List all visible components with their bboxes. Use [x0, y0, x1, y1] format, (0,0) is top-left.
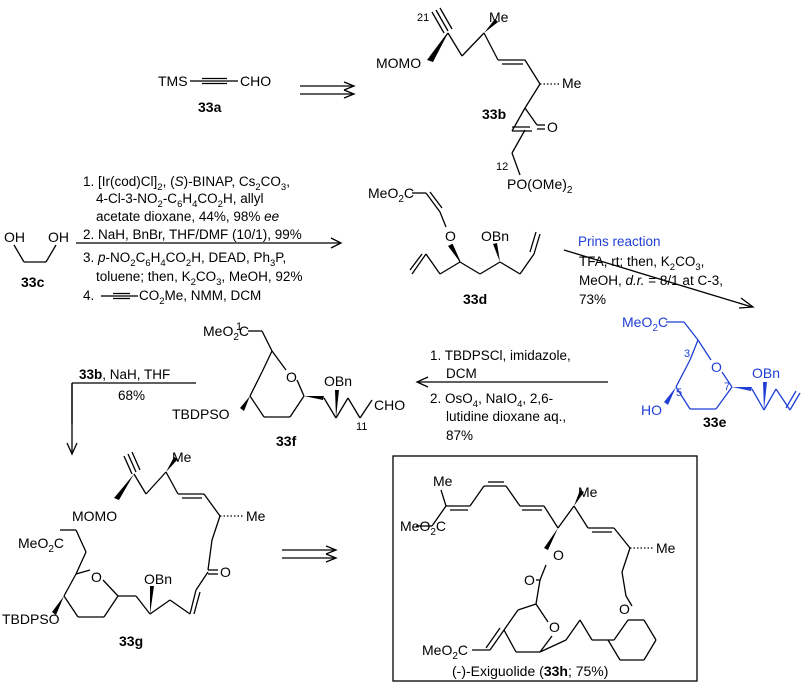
cho-label-33f: CHO: [374, 397, 405, 413]
compound-33d: MeO2C O OBn 33d: [368, 185, 541, 307]
svg-text:1. [Ir(cod)Cl]2, (S)-BINAP, Cs: 1. [Ir(cod)Cl]2, (S)-BINAP, Cs2CO3,: [83, 174, 290, 193]
lactone-oxygen-33h: O: [553, 547, 564, 563]
exiguolide-box: Me MeO2C O Me Me O O: [392, 455, 698, 682]
momo-label-33g: MOMO: [72, 508, 117, 524]
compound-label-33b: 33b: [482, 106, 506, 122]
arrow-33c-to-33d: [76, 237, 343, 249]
phosphonate-label: PO(OMe)2: [507, 176, 573, 196]
compound-33c: OH OH 33c: [4, 229, 69, 290]
svg-text:33b, NaH, THF: 33b, NaH, THF: [79, 367, 170, 382]
condition-ef-line4: lutidine dioxane aq.,: [446, 409, 566, 424]
obn-label-33g: OBn: [144, 571, 172, 587]
obn-label-33f: OBn: [324, 373, 352, 389]
tbdpso-label-33g: TBDPSO: [2, 611, 60, 627]
ether-oxygen-label: O: [445, 228, 456, 244]
ring-oxygen-33h-2: O: [619, 601, 630, 617]
methyl-label-1: Me: [489, 9, 509, 25]
svg-text:3. p-NO2C6H4CO2H, DEAD, Ph3P,: 3. p-NO2C6H4CO2H, DEAD, Ph3P,: [83, 250, 286, 269]
compound-label-33d: 33d: [463, 291, 487, 307]
condition-step-4-num: 4.: [83, 288, 94, 303]
arrow-33e-to-33f: [415, 376, 608, 388]
compound-33f: MeO2C 1 O TBDPSO OBn CHO 11 33f: [172, 321, 405, 449]
ring-oxygen-33e: O: [711, 359, 722, 375]
compound-label-33e: 33e: [703, 414, 727, 430]
cho-label: CHO: [240, 73, 271, 89]
svg-text:1: 1: [236, 321, 242, 333]
label-12: 12: [496, 161, 508, 173]
compound-33e: MeO2C 3 O 7 5 HO OBn 33e: [622, 314, 801, 430]
condition-ef-line5: 87%: [446, 428, 473, 443]
ring-oxygen-33g: O: [91, 569, 102, 585]
ring-oxygen-33f: O: [286, 369, 297, 385]
svg-text:MeO2C: MeO2C: [622, 314, 668, 334]
compound-label-33h: (-)-Exiguolide (33h; 75%): [452, 663, 608, 679]
conditions-e-to-f: 1. TBDPSCl, imidazole, DCM 2. OsO4, NaIO…: [430, 348, 571, 443]
arrow-33a-to-33b: [300, 81, 356, 99]
condition-fg-yield: 68%: [118, 388, 145, 403]
methyl-label-33g-2: Me: [246, 508, 266, 524]
svg-text:MeO2C: MeO2C: [203, 323, 249, 343]
arrow-33g-to-33h: [282, 545, 338, 563]
arrow-33f-to-33g: [66, 382, 196, 456]
compound-33g: MOMO Me Me O OBn O MeO2C: [2, 449, 266, 649]
momo-label: MOMO: [376, 55, 421, 71]
ring-oxygen-33h-1: O: [549, 619, 560, 635]
compound-label-33f: 33f: [276, 433, 297, 449]
methyl-label-33h-3: Me: [656, 540, 676, 556]
compound-label-33a: 33a: [198, 99, 222, 115]
methyl-label-33g-1: Me: [172, 449, 192, 465]
svg-text:TFA, rt; then, K2CO3,: TFA, rt; then, K2CO3,: [579, 254, 704, 273]
oh-label-1: OH: [4, 229, 25, 245]
tms-label: TMS: [158, 73, 188, 89]
compound-33b: 21 MOMO Me Me O 12 PO(OMe)2 33b: [376, 7, 582, 196]
svg-text:toluene; then, K2CO3, MeOH, 92: toluene; then, K2CO3, MeOH, 92%: [96, 269, 302, 288]
label-21: 21: [417, 12, 429, 24]
methyl-label-33h-2: Me: [578, 484, 598, 500]
compound-33a: TMS CHO 33a: [158, 73, 271, 115]
arrow-33d-to-33e: [563, 249, 755, 309]
condition-ef-line2: DCM: [446, 366, 477, 381]
carbonyl-oxygen-33h: O: [524, 572, 535, 588]
svg-text:MeO2C: MeO2C: [400, 518, 446, 538]
svg-text:2. OsO4, NaIO4, 2,6-: 2. OsO4, NaIO4, 2,6-: [430, 391, 553, 410]
tbdpso-label-33f: TBDPSO: [172, 406, 230, 422]
svg-text:MeOH, d.r. = 8/1 at C-3,: MeOH, d.r. = 8/1 at C-3,: [579, 273, 723, 288]
svg-text:4-Cl-3-NO2-C6H4CO2H, allyl: 4-Cl-3-NO2-C6H4CO2H, allyl: [96, 191, 263, 210]
ketone-oxygen-label: O: [547, 119, 558, 135]
conditions-prins: Prins reaction TFA, rt; then, K2CO3, MeO…: [578, 234, 723, 307]
svg-text:CO2Me, NMM, DCM: CO2Me, NMM, DCM: [139, 288, 261, 307]
oh-label-2: OH: [48, 229, 69, 245]
prins-yield: 73%: [579, 292, 606, 307]
svg-text:5: 5: [676, 387, 682, 399]
condition-ef-line1: 1. TBDPSCl, imidazole,: [430, 348, 571, 363]
condition-step-2: 2. NaH, BnBr, THF/DMF (10/1), 99%: [83, 227, 302, 242]
obn-label-33e: OBn: [752, 365, 780, 381]
svg-text:acetate dioxane, 44%, 98% ee: acetate dioxane, 44%, 98% ee: [96, 209, 279, 224]
compound-label-33c: 33c: [21, 274, 45, 290]
ho-label-33e: HO: [641, 402, 662, 418]
compound-label-33g: 33g: [119, 633, 143, 649]
conditions-f-to-g: 33b, NaH, THF 68%: [79, 367, 170, 403]
svg-text:7: 7: [724, 381, 730, 393]
svg-text:MeO2C: MeO2C: [368, 185, 414, 205]
svg-text:11: 11: [356, 421, 367, 433]
obn-label-33d: OBn: [481, 228, 509, 244]
svg-text:MeO2C: MeO2C: [18, 535, 64, 555]
methyl-label-2: Me: [562, 75, 582, 91]
svg-text:3: 3: [684, 348, 690, 360]
conditions-c-to-d: 1. [Ir(cod)Cl]2, (S)-BINAP, Cs2CO3, 4-Cl…: [83, 174, 302, 307]
ketone-oxygen-33g: O: [220, 564, 231, 580]
svg-text:MeO2C: MeO2C: [422, 642, 468, 662]
methyl-label-33h-1: Me: [433, 473, 453, 489]
prins-title: Prins reaction: [578, 234, 661, 249]
